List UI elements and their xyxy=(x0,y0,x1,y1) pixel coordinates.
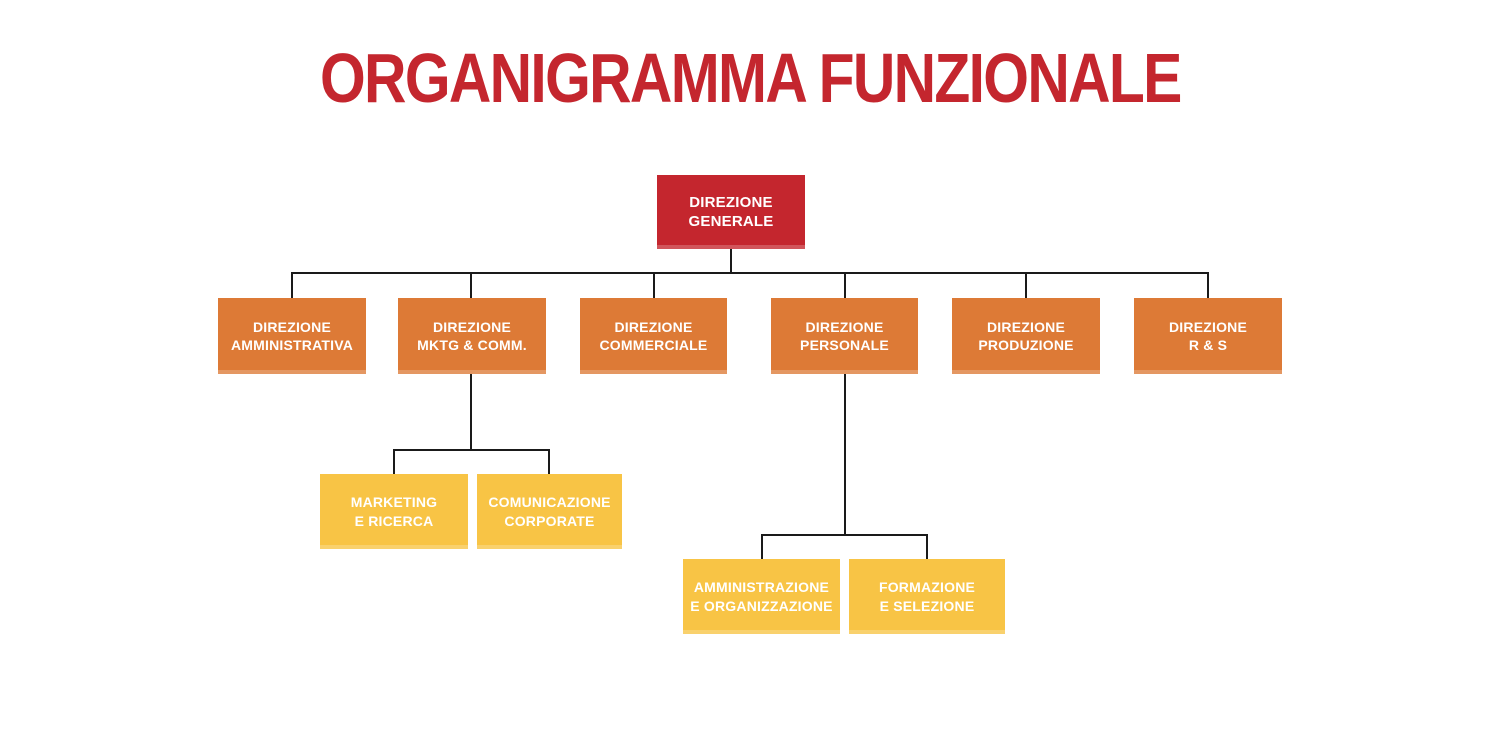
connector-drop-amministrazione-org xyxy=(761,534,763,560)
org-node-direzione-r-s: DIREZIONE R & S xyxy=(1134,298,1282,374)
connector-drop-commerciale xyxy=(653,272,655,299)
connector-main-horizontal xyxy=(292,272,1209,274)
org-node-direzione-commerciale: DIREZIONE COMMERCIALE xyxy=(580,298,727,374)
connector-mktg-horizontal xyxy=(394,449,550,451)
connector-drop-formazione xyxy=(926,534,928,560)
connector-personale-stem xyxy=(844,374,846,536)
connector-drop-produzione xyxy=(1025,272,1027,299)
org-node-comunicazione-corporate: COMUNICAZIONE CORPORATE xyxy=(477,474,622,549)
connector-drop-amministrativa xyxy=(291,272,293,299)
org-node-direzione-personale: DIREZIONE PERSONALE xyxy=(771,298,918,374)
connector-personale-horizontal xyxy=(762,534,928,536)
connector-drop-marketing-ricerca xyxy=(393,449,395,475)
page-title: ORGANIGRAMMA FUNZIONALE xyxy=(0,38,1500,118)
connector-mktg-stem xyxy=(470,374,472,451)
connector-drop-comunicazione xyxy=(548,449,550,475)
org-node-direzione-produzione: DIREZIONE PRODUZIONE xyxy=(952,298,1100,374)
connector-drop-personale xyxy=(844,272,846,299)
connector-root-stem xyxy=(730,249,732,273)
page-title-text: ORGANIGRAMMA FUNZIONALE xyxy=(319,39,1182,117)
org-node-direzione-generale: DIREZIONE GENERALE xyxy=(657,175,805,249)
org-node-direzione-amministrativa: DIREZIONE AMMINISTRATIVA xyxy=(218,298,366,374)
connector-drop-rs xyxy=(1207,272,1209,299)
connector-drop-mktg xyxy=(470,272,472,299)
org-node-marketing-e-ricerca: MARKETING E RICERCA xyxy=(320,474,468,549)
org-node-direzione-mktg-comm: DIREZIONE MKTG & COMM. xyxy=(398,298,546,374)
org-node-amministrazione-e-organizzazione: AMMINISTRAZIONE E ORGANIZZAZIONE xyxy=(683,559,840,634)
org-node-formazione-e-selezione: FORMAZIONE E SELEZIONE xyxy=(849,559,1005,634)
